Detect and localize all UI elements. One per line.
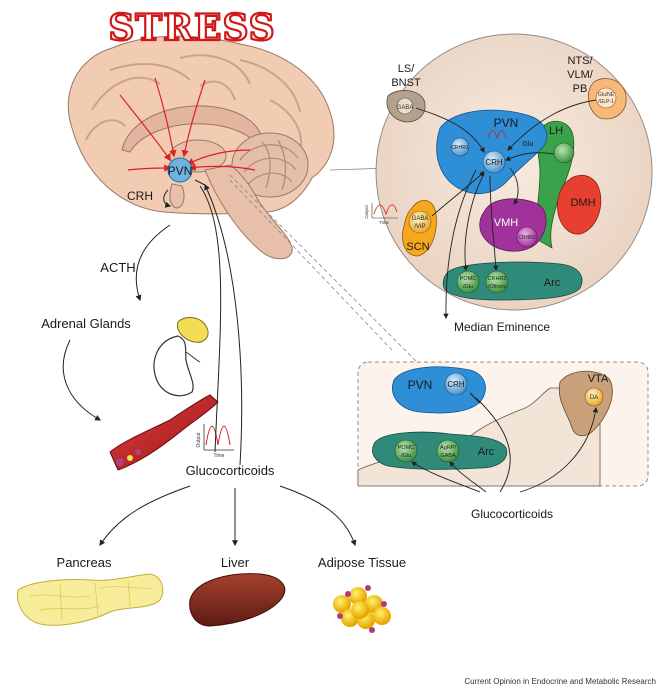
circle-arc-label: Arc bbox=[544, 277, 561, 289]
circle-crh-label: CRH bbox=[485, 158, 503, 167]
liver-label: Liver bbox=[221, 555, 250, 570]
box-agrp-1: AgRP/ bbox=[440, 445, 456, 451]
lh-label: LH bbox=[549, 125, 563, 137]
target-arrows bbox=[99, 485, 357, 547]
vta-da-label: DA bbox=[590, 395, 598, 401]
box-agrp-2: GABA bbox=[440, 453, 456, 459]
target-organs: Pancreas Liver Adipose Tissue bbox=[16, 555, 406, 633]
cerebellum bbox=[231, 132, 309, 198]
inset-output-label: Output bbox=[196, 432, 202, 448]
glucocorticoids-label: Glucocorticoids bbox=[186, 463, 275, 478]
brain-illustration: PVN CRH bbox=[67, 35, 335, 260]
cort-oscillation-inset: Output Time bbox=[196, 424, 234, 459]
scn-label: SCN bbox=[406, 241, 429, 253]
arc-crhr2-1: CRHR2 bbox=[488, 276, 507, 282]
vmh-label: VMH bbox=[494, 217, 519, 229]
adipose-label: Adipose Tissue bbox=[318, 555, 406, 570]
ls-bnst-label-2: BNST bbox=[391, 77, 421, 89]
box-pomc-1: POMC bbox=[398, 445, 415, 451]
arc-region bbox=[442, 261, 583, 301]
hpa-pathway: ACTH Adrenal Glands Output Time Glucocor… bbox=[41, 179, 357, 547]
acth-label: ACTH bbox=[100, 260, 135, 275]
box-pvn-region bbox=[392, 366, 486, 414]
adrenal-glands-label: Adrenal Glands bbox=[41, 316, 131, 331]
adipose-illustration bbox=[333, 585, 391, 633]
dmh-label: DMH bbox=[570, 197, 595, 209]
box-pvn-label: PVN bbox=[408, 378, 433, 392]
stress-input-arrows bbox=[119, 77, 256, 172]
nts-label-3: PB bbox=[573, 83, 588, 95]
liver-illustration bbox=[189, 573, 286, 627]
scn-gaba-2: /VIP bbox=[414, 224, 425, 230]
circle-pvn-label: PVN bbox=[494, 116, 519, 130]
box-arc-label: Arc bbox=[478, 446, 495, 458]
vta-region bbox=[558, 370, 613, 437]
scn-output-label: Output bbox=[364, 204, 369, 218]
journal-credit: Current Opinion in Endocrine and Metabol… bbox=[464, 677, 656, 686]
stress-title: STRESS bbox=[108, 7, 275, 49]
median-eminence-label: Median Eminence bbox=[454, 320, 550, 334]
nts-glu-ne-1: Glu/NE bbox=[598, 92, 615, 98]
glu-label: Glu bbox=[523, 141, 534, 148]
dmh-region bbox=[557, 175, 602, 235]
scn-rhythm-inset: Output Time bbox=[364, 203, 398, 225]
vta-label: VTA bbox=[588, 373, 609, 385]
arc-pomc-2: /Glu bbox=[463, 284, 473, 290]
ls-bnst-gaba: GABA bbox=[397, 105, 414, 111]
nts-glu-ne-2: /GLP-1 bbox=[598, 99, 614, 105]
inset-time-label: Time bbox=[214, 453, 225, 459]
adrenal-gland-kidney bbox=[153, 317, 209, 397]
circuit-arrows bbox=[415, 99, 597, 320]
ls-bnst-label-1: LS/ bbox=[398, 63, 415, 75]
arc-pomc-1: POMC bbox=[460, 276, 477, 282]
zoom-connector-dashed bbox=[229, 174, 461, 406]
box-feedback-arrows bbox=[411, 392, 599, 493]
vmh-crhr2-label: CRHR2 bbox=[518, 235, 535, 241]
pancreas-label: Pancreas bbox=[57, 555, 112, 570]
feedback-arrows bbox=[194, 179, 243, 466]
glucocorticoid-targets-box: PVN CRH VTA DA POMC /Glu AgRP/ GABA Arc bbox=[357, 361, 649, 493]
pvn-node bbox=[167, 157, 193, 183]
crhr1-label: CRHR1 bbox=[451, 145, 468, 151]
box-glucocorticoids-label: Glucocorticoids bbox=[471, 507, 553, 521]
nts-label-2: VLM/ bbox=[567, 69, 594, 81]
arc-crhr2-2: /Others bbox=[488, 284, 506, 290]
hypothalamus-zoom-circle: LS/ BNST GABA NTS/ VLM/ PB Glu/NE /GLP-1… bbox=[364, 33, 653, 334]
nts-label-1: NTS/ bbox=[567, 55, 593, 67]
brain-crh-label: CRH bbox=[127, 189, 153, 203]
pancreas-illustration bbox=[16, 573, 164, 626]
brain-pvn-label: PVN bbox=[168, 164, 193, 178]
scn-gaba-1: GABA bbox=[412, 216, 429, 222]
box-crh-label: CRH bbox=[447, 380, 465, 389]
scn-time-label: Time bbox=[379, 220, 389, 225]
blood-vessel bbox=[109, 394, 219, 471]
box-pomc-2: /Glu bbox=[401, 453, 411, 459]
